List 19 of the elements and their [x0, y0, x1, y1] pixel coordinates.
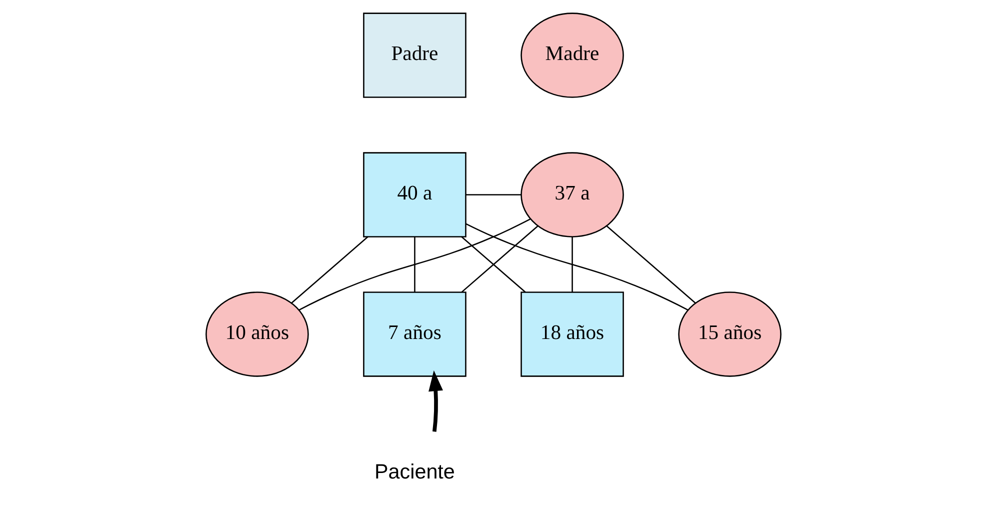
node-ellipse: 10 años [206, 292, 309, 377]
node-ellipse: 37 a [520, 152, 624, 238]
node-box: 40 a [363, 152, 466, 238]
node-ellipse: Madre [520, 12, 624, 98]
connector [291, 236, 368, 304]
connector [572, 236, 573, 292]
node-text: Paciente [374, 460, 455, 484]
connector [414, 236, 416, 292]
connector [466, 223, 688, 310]
connector [461, 236, 526, 293]
connector [461, 226, 538, 293]
node-box: 18 años [520, 292, 624, 377]
node-ellipse: 15 años [678, 292, 782, 377]
arrow [428, 370, 443, 432]
connector [466, 194, 522, 196]
node-box: Padre [363, 12, 466, 98]
connector [606, 226, 696, 304]
node-box: 7 años [363, 292, 466, 377]
connector [298, 218, 531, 310]
